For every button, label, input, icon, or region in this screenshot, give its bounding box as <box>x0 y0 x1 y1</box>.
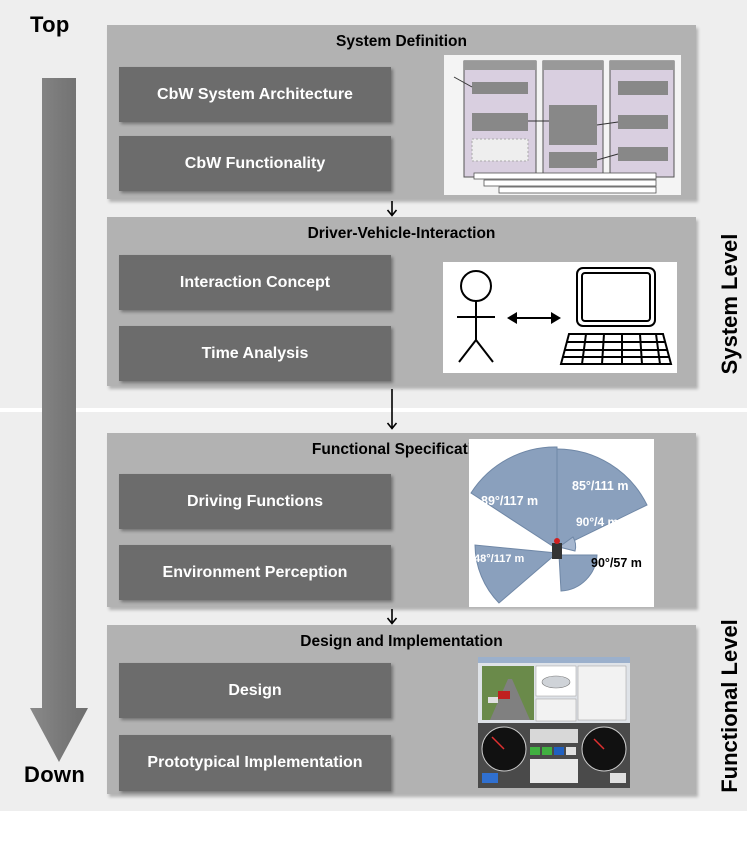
sensor-sector-front-right <box>556 448 648 550</box>
driver-computer-interaction-illustration <box>443 262 677 373</box>
sensor-sector-rear-left <box>474 544 559 604</box>
section-title: Functional Specification <box>311 441 492 458</box>
connector-arrow-1 <box>386 201 398 217</box>
double-arrow-icon <box>507 312 561 324</box>
functional-level-label: Functional Level <box>717 619 742 793</box>
section-title: Design and Implementation <box>300 633 503 650</box>
level-separator <box>0 408 747 412</box>
sensor-range-diagram: 89°/117 m 85°/111 m 90°/4 m 48°/117 m 90… <box>469 439 654 607</box>
sensor-label-rear-right: 90°/57 m <box>591 556 642 570</box>
connector-arrow-3 <box>386 609 398 625</box>
sensor-label-long-right: 85°/111 m <box>572 479 628 493</box>
system-level-label: System Level <box>717 233 742 375</box>
computer-icon <box>559 267 673 365</box>
sensor-label-long-left: 89°/117 m <box>481 494 538 508</box>
box-interaction-concept: Interaction Concept <box>119 255 391 310</box>
section-title: System Definition <box>336 33 467 50</box>
section-system-definition: System Definition CbW System Architectur… <box>107 25 696 199</box>
connector-arrow-2 <box>386 389 398 430</box>
box-cbw-system-architecture: CbW System Architecture <box>119 67 391 122</box>
sensor-sector-front-left <box>470 446 558 550</box>
sensor-label-rear-left: 48°/117 m <box>474 553 524 565</box>
box-environment-perception: Environment Perception <box>119 545 391 600</box>
top-label: Top <box>30 12 70 37</box>
sensor-label-near: 90°/4 m <box>576 515 618 529</box>
architecture-diagram <box>444 55 681 195</box>
person-icon <box>457 270 495 363</box>
section-functional-specification: Functional Specification Driving Functio… <box>107 433 696 607</box>
section-driver-vehicle-interaction: Driver-Vehicle-Interaction Interaction C… <box>107 217 696 386</box>
section-title: Driver-Vehicle-Interaction <box>307 225 496 242</box>
section-design-and-implementation: Design and Implementation Design Prototy… <box>107 625 696 794</box>
prototype-screenshot <box>478 657 630 788</box>
top-down-arrow <box>30 78 88 762</box>
down-label: Down <box>24 762 86 787</box>
box-cbw-functionality: CbW Functionality <box>119 136 391 191</box>
box-time-analysis: Time Analysis <box>119 326 391 381</box>
vehicle-icon <box>552 543 562 559</box>
sensor-sector-rear-right <box>558 554 598 592</box>
box-driving-functions: Driving Functions <box>119 474 391 529</box>
box-design: Design <box>119 663 391 718</box>
sensor-sector-near <box>557 536 577 552</box>
box-prototypical-implementation: Prototypical Implementation <box>119 735 391 791</box>
